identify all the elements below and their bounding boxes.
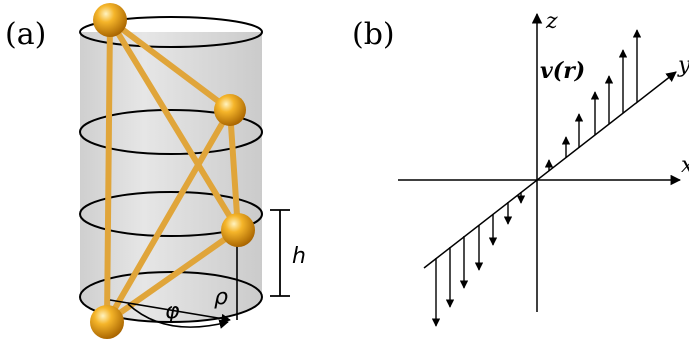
y-axis-label: y: [677, 53, 689, 78]
panel-b: (b) x z y v(r): [352, 9, 689, 327]
panel-a-label: (a): [5, 17, 46, 52]
rod-6: [104, 227, 241, 325]
y-axis: [423, 71, 677, 269]
rod-5: [104, 107, 233, 325]
velocity-label: v(r): [540, 58, 585, 84]
x-axis-label: x: [681, 153, 689, 178]
z-axis-label: z: [545, 9, 558, 34]
spheres: [90, 3, 255, 339]
cylinder-ring-upper: [79, 109, 263, 155]
cylinder-top-ring: [79, 16, 263, 48]
rods: [104, 17, 241, 325]
velocity-arrows: [431, 29, 642, 327]
panel-b-label: (b): [352, 17, 395, 52]
sphere-lower-right: [221, 213, 255, 247]
sphere-top: [93, 3, 127, 37]
rod-4: [227, 107, 241, 233]
rho-label: ρ: [214, 285, 228, 310]
panel-a: (a) φ ρ h: [5, 3, 306, 339]
h-label: h: [292, 244, 306, 269]
sphere-bottom: [90, 305, 124, 339]
radius-line: [109, 299, 231, 324]
rod-2: [107, 17, 241, 233]
cylinder-bottom-ring: [79, 271, 263, 323]
sphere-upper-right: [214, 94, 246, 126]
phi-label: φ: [165, 299, 180, 324]
rod-1: [107, 17, 233, 113]
rod-3: [104, 17, 113, 325]
cylinder-ring-middle: [79, 191, 263, 237]
phi-arc: [127, 303, 229, 329]
